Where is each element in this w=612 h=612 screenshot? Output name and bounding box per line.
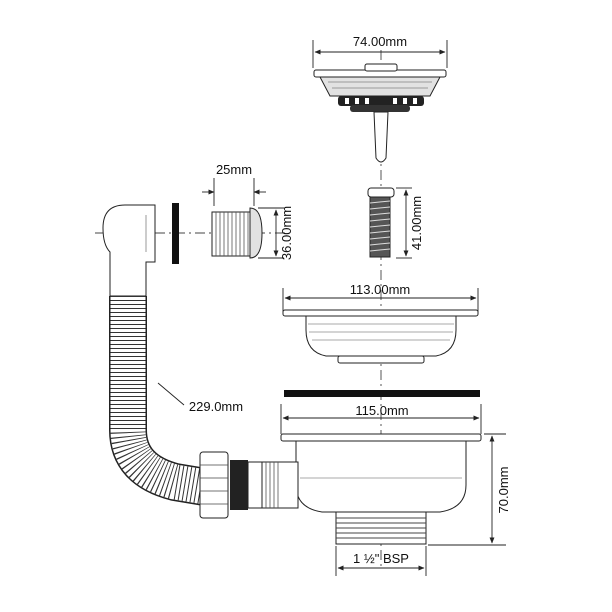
overflow-gasket (172, 203, 179, 264)
body-width-label: 115.0mm (355, 403, 408, 418)
waste-body (261, 404, 506, 576)
sink-section (284, 390, 480, 397)
gasket-height-label: 36.00mm (279, 206, 294, 260)
screw (367, 187, 412, 259)
flange-assembly (282, 288, 479, 364)
basket-top-width-label: 74.00mm (353, 34, 407, 49)
body-height-label: 70.0mm (496, 467, 511, 514)
thread-size-label: 1 ½" BSP (353, 551, 409, 566)
hose-length-label: 229.0mm (189, 399, 243, 414)
flange-width-label: 113.00mm (350, 282, 410, 297)
basket-strainer (312, 40, 448, 163)
gasket-width-label: 25mm (216, 162, 252, 177)
screw-height-label: 41.00mm (409, 196, 424, 250)
overflow-hose (102, 204, 263, 519)
overflow-connector (202, 178, 284, 259)
